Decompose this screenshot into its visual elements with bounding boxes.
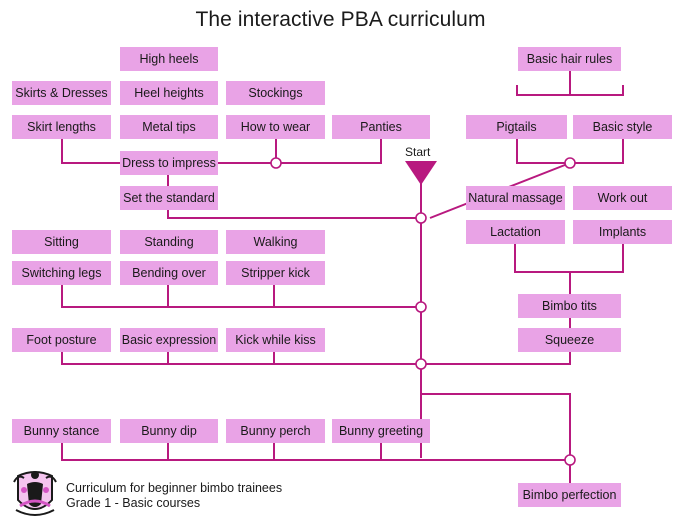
node-bunny-stance[interactable]: Bunny stance [12,419,111,443]
node-natural-massage[interactable]: Natural massage [466,186,565,210]
node-walking[interactable]: Walking [226,230,325,254]
node-bunny-perch[interactable]: Bunny perch [226,419,325,443]
start-arrow-icon [405,161,437,185]
node-heel-heights[interactable]: Heel heights [120,81,218,105]
node-pigtails[interactable]: Pigtails [466,115,567,139]
node-bimbo-tits[interactable]: Bimbo tits [518,294,621,318]
junction-marker [564,454,576,466]
node-set-the-standard[interactable]: Set the standard [120,186,218,210]
node-basic-hair-rules[interactable]: Basic hair rules [518,47,621,71]
node-dress-to-impress[interactable]: Dress to impress [120,151,218,175]
node-foot-posture[interactable]: Foot posture [12,328,111,352]
node-metal-tips[interactable]: Metal tips [120,115,218,139]
junction-marker [564,157,576,169]
footer-line-1: Curriculum for beginner bimbo trainees [66,481,283,495]
footer-line-2: Grade 1 - Basic courses [66,496,201,510]
footer-caption: Curriculum for beginner bimbo trainees G… [66,481,282,511]
node-skirt-lengths[interactable]: Skirt lengths [12,115,111,139]
node-bunny-dip[interactable]: Bunny dip [120,419,218,443]
junction-marker [415,358,427,370]
junction-marker [415,212,427,224]
node-basic-style[interactable]: Basic style [573,115,672,139]
node-lactation[interactable]: Lactation [466,220,565,244]
junction-marker [270,157,282,169]
node-sitting[interactable]: Sitting [12,230,111,254]
node-switching-legs[interactable]: Switching legs [12,261,111,285]
node-bimbo-perfection[interactable]: Bimbo perfection [518,483,621,507]
node-skirts-dresses[interactable]: Skirts & Dresses [12,81,111,105]
node-standing[interactable]: Standing [120,230,218,254]
junction-marker [415,301,427,313]
crest-logo-icon [13,471,57,516]
node-implants[interactable]: Implants [573,220,672,244]
node-bending-over[interactable]: Bending over [120,261,218,285]
node-work-out[interactable]: Work out [573,186,672,210]
node-stockings[interactable]: Stockings [226,81,325,105]
node-bunny-greeting[interactable]: Bunny greeting [332,419,430,443]
start-label: Start [405,145,431,159]
node-how-to-wear[interactable]: How to wear [226,115,325,139]
node-stripper-kick[interactable]: Stripper kick [226,261,325,285]
node-kick-while-kiss[interactable]: Kick while kiss [226,328,325,352]
node-basic-expression[interactable]: Basic expression [120,328,218,352]
node-panties[interactable]: Panties [332,115,430,139]
node-high-heels[interactable]: High heels [120,47,218,71]
page-title: The interactive PBA curriculum [195,8,486,31]
node-squeeze[interactable]: Squeeze [518,328,621,352]
